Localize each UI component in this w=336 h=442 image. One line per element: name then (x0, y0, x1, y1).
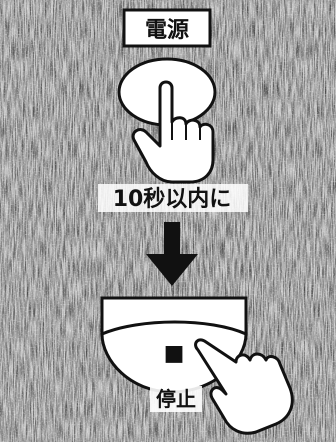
stop-symbol: ■ (164, 341, 185, 366)
instruction-text: 10秒以内に (113, 187, 232, 212)
power-label-box: 電源 (124, 10, 210, 46)
stop-label: 停止 (156, 387, 196, 411)
instruction-text-block: 10秒以内に (98, 184, 248, 212)
stop-label-block: 停止 (150, 386, 202, 412)
power-label: 電源 (145, 18, 189, 43)
